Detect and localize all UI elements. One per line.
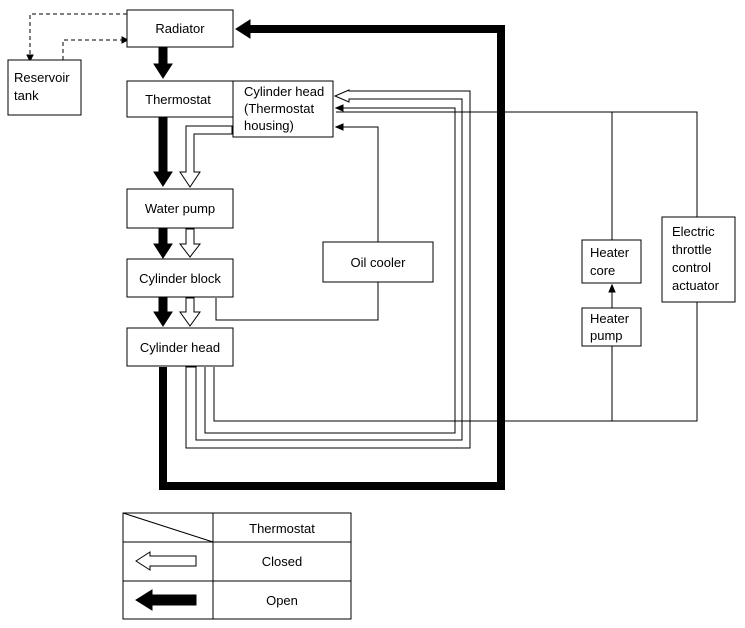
reservoir-tank-label-2: tank: [14, 88, 39, 103]
legend-closed-arrow: [135, 551, 197, 571]
closed-flow-path: [178, 89, 471, 449]
cylinder-head-housing-label-1: Cylinder head: [244, 84, 324, 99]
electric-throttle-label-4: actuator: [672, 278, 720, 293]
legend-closed-label: Closed: [262, 554, 302, 569]
radiator-label: Radiator: [155, 21, 205, 36]
radiator-box: Radiator: [126, 9, 234, 48]
heater-pump-box: Heater pump: [581, 307, 642, 347]
thermostat-label: Thermostat: [145, 92, 211, 107]
legend-table: Thermostat Closed Open: [122, 512, 352, 620]
thin-flow-lines: [204, 104, 698, 434]
cylinder-head-housing-box: Cylinder head (Thermostat housing): [232, 80, 334, 138]
reservoir-tank-label-1: Reservoir: [14, 70, 70, 85]
legend-open-label: Open: [266, 593, 298, 608]
heater-core-label-1: Heater: [590, 245, 630, 260]
electric-throttle-box: Electric throttle control actuator: [661, 216, 736, 303]
heater-core-box: Heater core: [581, 239, 642, 284]
cylinder-head-box: Cylinder head: [126, 327, 234, 367]
water-pump-label: Water pump: [145, 201, 215, 216]
heater-pump-label-1: Heater: [590, 311, 630, 326]
water-pump-box: Water pump: [126, 188, 234, 229]
cylinder-head-housing-label-3: housing): [244, 118, 294, 133]
oil-cooler-label: Oil cooler: [351, 255, 407, 270]
cylinder-head-housing-label-2: (Thermostat: [244, 101, 314, 116]
heater-core-label-2: core: [590, 263, 615, 278]
electric-throttle-label-1: Electric: [672, 224, 715, 239]
legend-open-arrow: [135, 589, 197, 611]
electric-throttle-label-3: control: [672, 260, 711, 275]
cylinder-head-label: Cylinder head: [140, 340, 220, 355]
cylinder-block-label: Cylinder block: [139, 271, 221, 286]
electric-throttle-label-2: throttle: [672, 242, 712, 257]
cylinder-block-box: Cylinder block: [126, 258, 234, 298]
oil-cooler-box: Oil cooler: [322, 241, 434, 283]
heater-pump-label-2: pump: [590, 328, 623, 343]
legend-header-diagonal: [122, 512, 214, 543]
reservoir-tank-box: Reservoir tank: [7, 59, 82, 116]
open-flow-path: [153, 19, 505, 490]
thermostat-box: Thermostat: [126, 80, 234, 118]
legend-header: Thermostat: [249, 521, 315, 536]
reservoir-connections: [26, 13, 130, 63]
